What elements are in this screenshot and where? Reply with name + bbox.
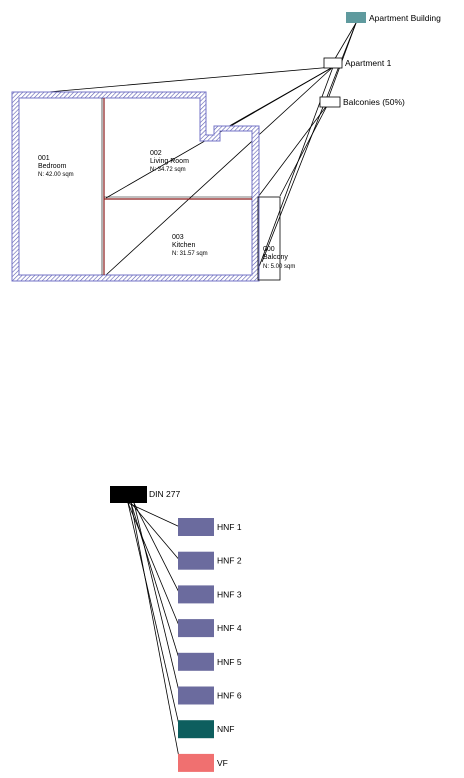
hnf-6-node[interactable] xyxy=(178,686,214,705)
room-name: Balcony xyxy=(263,254,288,261)
room-area: N: 42.00 sqm xyxy=(38,172,74,178)
connector-line xyxy=(209,66,334,138)
hnf-3-node[interactable] xyxy=(178,585,214,604)
apartment-building-label: Apartment Building xyxy=(369,13,441,23)
room-area: N: 5.00 sqm xyxy=(263,264,295,270)
apartment-building-node[interactable] xyxy=(346,12,366,23)
hnf-6-label: HNF 6 xyxy=(217,691,242,701)
hnf-4-node[interactable] xyxy=(178,619,214,638)
din-connector-lines xyxy=(127,502,181,763)
din-connector-line xyxy=(127,502,181,629)
hnf-4-label: HNF 4 xyxy=(217,623,242,633)
interior-wall-outline xyxy=(18,97,253,276)
building-hierarchy: Apartment Building Apartment 1 Balconies… xyxy=(11,12,441,282)
connector-line xyxy=(279,103,329,197)
hnf-3-label: HNF 3 xyxy=(217,589,242,599)
room-area: N: 34.72 sqm xyxy=(150,167,186,173)
room-number: 002 xyxy=(150,150,162,157)
balconies-label: Balconies (50%) xyxy=(343,97,405,107)
balcony-outline xyxy=(257,196,281,281)
exterior-wall xyxy=(12,92,259,281)
hnf-2-label: HNF 2 xyxy=(217,556,242,566)
din277-root-label: DIN 277 xyxy=(149,489,180,499)
apartment-1-node[interactable] xyxy=(323,57,343,69)
vf-node[interactable] xyxy=(178,753,214,772)
room-kitchen[interactable]: 003 Kitchen N: 31.57 sqm xyxy=(172,234,208,257)
nnf-node[interactable] xyxy=(178,720,214,739)
vf-label: VF xyxy=(217,758,228,768)
din277-hierarchy: DIN 277 HNF 1 HNF 2 HNF 3 HNF 4 HNF 5 HNF 6 NN… xyxy=(110,486,242,772)
building-connector-lines xyxy=(13,22,357,276)
room-name: Kitchen xyxy=(172,242,195,249)
din277-root-node[interactable] xyxy=(110,486,147,503)
connector-line xyxy=(257,103,329,198)
connector-line xyxy=(13,66,334,96)
nnf-label: NNF xyxy=(217,724,234,734)
din-connector-line xyxy=(127,502,181,528)
room-living-room[interactable]: 002 Living Room N: 34.72 sqm xyxy=(150,150,189,173)
room-number: 000 xyxy=(263,246,275,253)
room-number: 001 xyxy=(38,155,50,162)
din-node-list: HNF 1 HNF 2 HNF 3 HNF 4 HNF 5 HNF 6 NNF VF xyxy=(178,518,242,772)
connector-line xyxy=(332,22,357,63)
room-name: Living Room xyxy=(150,158,189,165)
hnf-2-node[interactable] xyxy=(178,551,214,570)
din-connector-line xyxy=(130,502,181,763)
room-balcony[interactable]: 000 Balcony N: 5.00 sqm xyxy=(263,246,295,270)
room-area: N: 31.57 sqm xyxy=(172,251,208,257)
din-connector-line xyxy=(133,502,181,696)
hnf-5-node[interactable] xyxy=(178,652,214,671)
hnf-1-label: HNF 1 xyxy=(217,522,242,532)
room-name: Bedroom xyxy=(38,163,67,170)
din-connector-line xyxy=(130,502,181,662)
connector-line xyxy=(105,66,334,276)
hnf-5-label: HNF 5 xyxy=(217,657,242,667)
exterior-wall-outline xyxy=(11,91,260,282)
din-connector-line xyxy=(133,502,181,595)
floor-plan: 001 Bedroom N: 42.00 sqm 002 Living Room… xyxy=(11,91,295,282)
room-number: 003 xyxy=(172,234,184,241)
hnf-1-node[interactable] xyxy=(178,518,214,536)
balconies-node[interactable] xyxy=(319,96,341,108)
room-bedroom[interactable]: 001 Bedroom N: 42.00 sqm xyxy=(38,155,74,178)
apartment-1-label: Apartment 1 xyxy=(345,58,392,68)
din-connector-line xyxy=(127,502,181,730)
